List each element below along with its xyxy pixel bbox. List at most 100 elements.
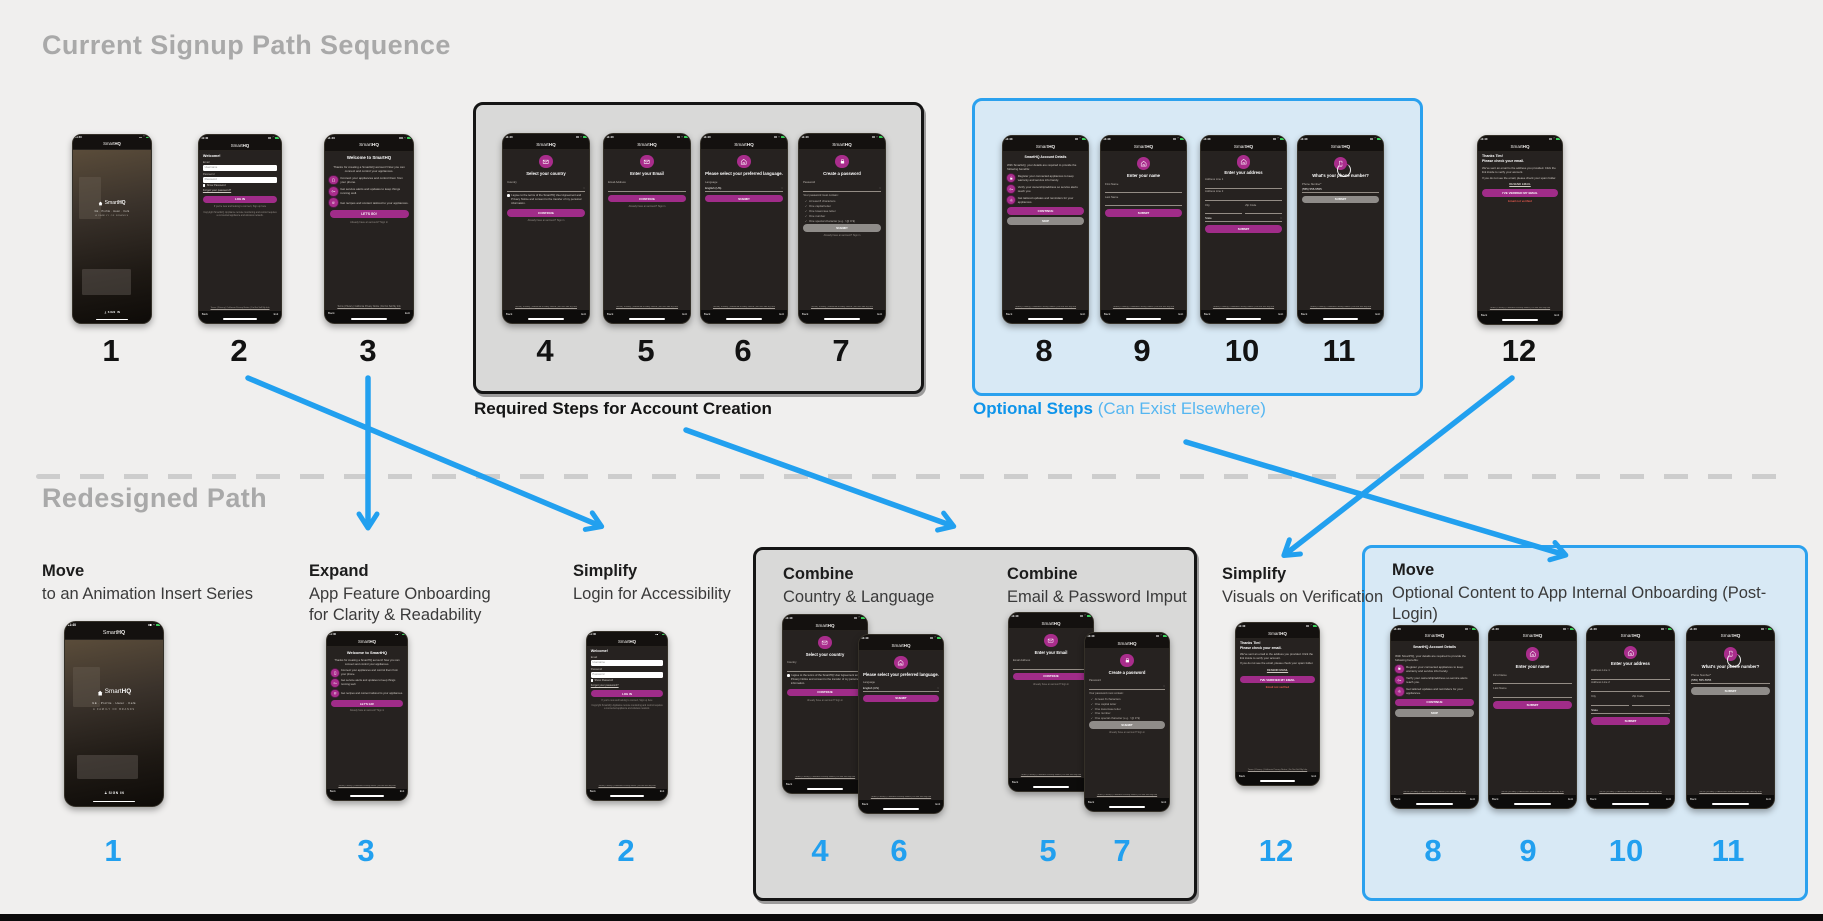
brand-logo-text: SmartHQ (536, 141, 556, 147)
home-indicator-area (1298, 315, 1383, 323)
battery-icon (275, 137, 279, 139)
bottom-edge-bar (0, 914, 1823, 921)
status-time: 11:40 (703, 135, 711, 140)
step-number-12-redesigned: 12 (1258, 833, 1294, 868)
legal-links: Terms | Privacy | California Privacy Not… (1009, 773, 1093, 779)
feature-bullet: Verify your ownership/address so service… (1007, 184, 1084, 194)
battery-icon (1377, 138, 1381, 140)
column-subtitle: Country & Language (783, 588, 935, 606)
kitchen-window-shape (72, 666, 101, 707)
status-time: 11:40 (1689, 627, 1697, 632)
signal-icon (854, 617, 858, 619)
verify-text-2: If you do not see the email, please chec… (1481, 175, 1557, 180)
home-indicator (1712, 802, 1749, 805)
step-number-5-redesigned: 5 (1039, 833, 1057, 868)
signal-icon (1660, 628, 1664, 631)
home-indicator-area (1009, 784, 1093, 791)
signal-icon (773, 136, 777, 139)
chevron-down-icon: › (582, 187, 587, 189)
field-label: Password (1088, 679, 1101, 683)
battery-icon (937, 637, 941, 639)
city-zip-row: City Zip Code (1205, 203, 1282, 216)
home-icon (1627, 649, 1634, 656)
status-time: 11:40 (1011, 614, 1019, 619)
status-icons: ◠ (147, 622, 161, 627)
checkbox-icon (590, 679, 594, 682)
brand-logo-text: SmartHQ (104, 688, 132, 696)
bullet-text: Get tailored updates and reminders for y… (1406, 687, 1463, 696)
step-icon-circle (1623, 645, 1638, 660)
legal-links: Terms | Privacy | California Privacy Not… (325, 305, 413, 310)
underline-field: English (US)› (862, 685, 941, 692)
home-indicator-area (1489, 800, 1576, 808)
status-icons: ◠ (1760, 628, 1772, 630)
bullet-text: Verify your ownership/address so service… (1406, 675, 1468, 685)
field-value (1089, 684, 1090, 688)
brand-logo-text: SmartHQ (1133, 143, 1154, 149)
home-indicator (1125, 317, 1162, 320)
column-subtitle: to an Animation Insert Series (42, 585, 253, 603)
house-icon (97, 690, 103, 696)
step-icon-circle (737, 154, 751, 169)
key-icon (331, 190, 336, 193)
status-icons: ◠ (1306, 624, 1317, 627)
wifi-icon: ◠ (152, 622, 156, 627)
field-label: Address Line 2 (1205, 190, 1224, 194)
brand-logo-text: SmartHQ (891, 642, 911, 648)
home-indicator (1260, 780, 1295, 782)
battery-icon (781, 136, 785, 139)
column-title: Move (1392, 561, 1435, 579)
wifi-icon: ◠ (398, 633, 401, 636)
city-zip-row: City Zip Code (1591, 694, 1670, 707)
verify-text-1: We've sent an email to the address you p… (1239, 652, 1313, 660)
brand-logo-text: SmartHQ (1233, 143, 1254, 149)
app-header: SmartHQ (1003, 141, 1088, 153)
home-indicator (93, 801, 135, 803)
step-icon-circle (1044, 633, 1058, 647)
optional-steps-label: Optional Steps (Can Exist Elsewhere) (973, 399, 1266, 419)
back-button-mock: Back (1203, 311, 1211, 316)
legal-links: Terms | Privacy | California Privacy Not… (1478, 306, 1562, 312)
home-indicator-area (199, 316, 281, 323)
battery-icon (1180, 138, 1184, 140)
kitchen-window-shape (79, 177, 102, 220)
battery-icon (1313, 625, 1317, 627)
status-icons: ◠ (654, 633, 665, 636)
column-title: Move (42, 562, 85, 580)
status-bar: 11:40◠ (1391, 626, 1478, 632)
device-bullet (330, 668, 339, 677)
field-value: English (US) (705, 185, 722, 190)
field-value: (555) 555-5555 (1302, 187, 1322, 192)
exit-button-mock: Exit (1666, 796, 1672, 801)
app-header: SmartHQ (1009, 618, 1093, 630)
status-icons: ◠ (1369, 137, 1381, 140)
status-icons: ◠ (268, 136, 279, 139)
wifi-icon: ◠ (1468, 627, 1471, 631)
app-header: SmartHQ (65, 627, 163, 641)
show-password-label: Show Password (594, 679, 614, 683)
home-indicator-area (1101, 315, 1186, 323)
underline-field (1493, 691, 1572, 698)
back-button-mock: Back (1589, 796, 1597, 801)
check-icon: ✓ (1090, 696, 1094, 701)
field-label: First Name (1105, 182, 1119, 186)
home-indicator-area (1085, 804, 1169, 811)
app-header: SmartHQ (503, 139, 589, 151)
wifi-icon: ◠ (1553, 136, 1556, 140)
column-subtitle: Login for Accessibility (573, 585, 731, 603)
phone-screen-body: Please select your preferred language.La… (859, 651, 943, 796)
legal-text: Copyright SmartHQ. Appliance remote moni… (203, 210, 277, 217)
legal-links: Terms | Privacy | California Privacy Not… (1085, 793, 1169, 799)
wifi-icon: ◠ (580, 135, 583, 139)
status-bar: 11:40◠ (199, 135, 281, 141)
field-value: (555) 555-5555 (1691, 678, 1712, 683)
legal-links: Terms | Privacy | California Privacy Not… (327, 784, 407, 789)
show-password-row: Show Password (590, 679, 663, 683)
home-indicator-area (1587, 800, 1674, 808)
rule-text: At least 8 characters (1094, 696, 1121, 701)
brand-family-caption: A FAMILY OF BRANDS (93, 707, 135, 711)
